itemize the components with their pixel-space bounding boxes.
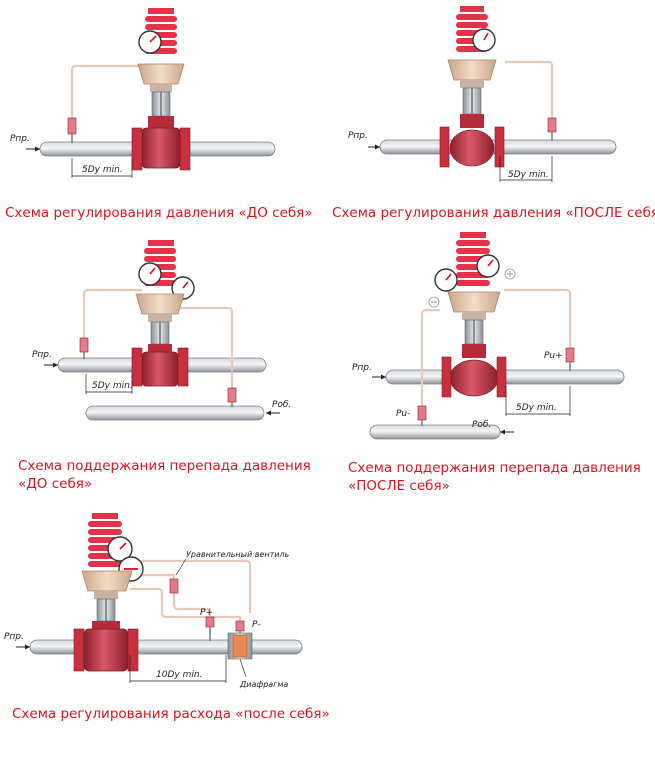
- label-p-in: Рпр.: [348, 131, 368, 141]
- regulator-scheme-3: Рпр. 5Dy min. Роб.: [32, 240, 291, 421]
- label-p-out: Роб.: [472, 420, 491, 430]
- label-dimension: 5Dy min.: [516, 403, 557, 413]
- label-p-minus: Pu-: [396, 409, 410, 419]
- regulator-scheme-1: Рпр. 5Dy min.: [10, 8, 276, 178]
- caption-line-2: «ДО себя»: [18, 476, 93, 492]
- caption-line-1: Схема поддержания перепада давления: [18, 458, 311, 474]
- label-p-plus: Р+: [200, 608, 213, 618]
- regulator-scheme-5: Рпр. 10Dy min. Р+ Р- Уравнительный венти…: [4, 513, 303, 689]
- diagram-diff-before: Рпр. 5Dy min. Роб. Схема поддержания пер…: [0, 230, 320, 500]
- caption: Схема регулирования давления «ПОСЛЕ себя…: [332, 205, 655, 221]
- label-p-in: Рпр.: [4, 632, 24, 642]
- diagram-pressure-after: Рпр. 5Dy min. Схема регулирования давлен…: [330, 0, 655, 225]
- diagram-flow-after: Рпр. 10Dy min. Р+ Р- Уравнительный венти…: [0, 505, 340, 735]
- label-dimension: 5Dy min.: [92, 381, 133, 391]
- label-dimension: 5Dy min.: [82, 165, 123, 175]
- diagram-pressure-before: Рпр. 5Dy min. Схема регулирования давлен…: [0, 0, 313, 225]
- regulator-scheme-2: Рпр. 5Dy min.: [348, 6, 617, 182]
- label-p-in: Рпр.: [352, 363, 372, 373]
- diagram-diff-after: Рпр. 5Dy min. Pu+ Pu- Роб. Схема поддерж…: [330, 230, 655, 500]
- label-p-minus: Р-: [252, 620, 261, 630]
- note-orifice: Диафрагма: [239, 680, 288, 689]
- label-p-in: Рпр.: [32, 350, 52, 360]
- caption-line-2: «ПОСЛЕ себя»: [348, 478, 450, 494]
- regulator-scheme-4: Рпр. 5Dy min. Pu+ Pu- Роб.: [352, 232, 625, 440]
- caption: Схема регулирования расхода «после себя»: [12, 706, 330, 722]
- caption-line-1: Схема поддержания перепада давления: [348, 460, 641, 476]
- label-p-in: Рпр.: [10, 134, 30, 144]
- label-dimension: 10Dy min.: [156, 670, 202, 680]
- caption: Схема регулирования давления «ДО себя»: [5, 205, 313, 221]
- label-dimension: 5Dy min.: [508, 170, 549, 180]
- note-equalizing-valve: Уравнительный вентиль: [186, 550, 290, 559]
- equalizing-valve-icon: [169, 578, 179, 594]
- label-p-out: Роб.: [272, 400, 291, 410]
- label-p-plus: Pu+: [544, 351, 563, 361]
